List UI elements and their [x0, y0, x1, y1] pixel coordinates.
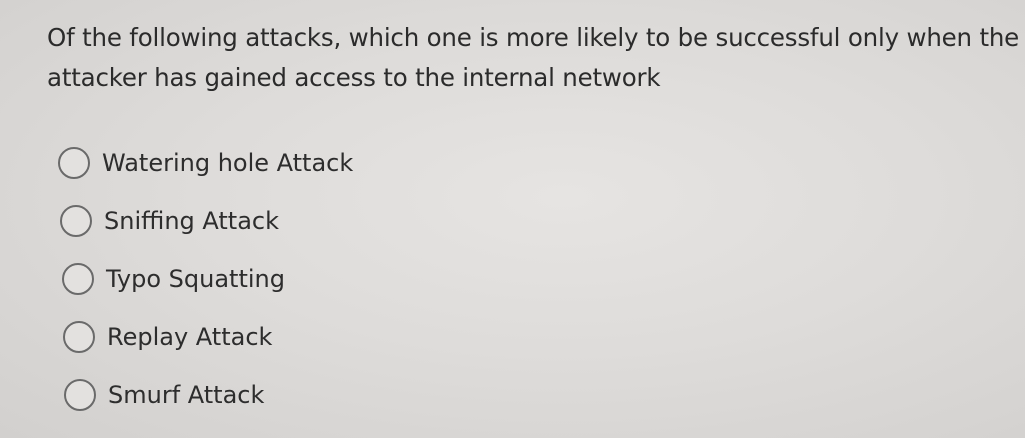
option-label: Replay Attack [107, 323, 273, 351]
option-sniffing[interactable]: Sniffing Attack [60, 200, 279, 242]
radio-button[interactable] [60, 205, 92, 237]
radio-button[interactable] [64, 379, 96, 411]
question-line-1: Of the following attacks, which one is m… [47, 23, 1020, 52]
option-label: Smurf Attack [108, 381, 265, 409]
radio-button[interactable] [62, 263, 94, 295]
option-watering-hole[interactable]: Watering hole Attack [58, 142, 353, 184]
option-label: Watering hole Attack [102, 149, 354, 177]
option-label: Sniffing Attack [104, 207, 280, 235]
option-smurf[interactable]: Smurf Attack [64, 374, 264, 416]
question-text: Of the following attacks, which one is m… [47, 18, 1025, 98]
option-label: Typo Squatting [106, 265, 285, 293]
option-typo-squatting[interactable]: Typo Squatting [62, 258, 285, 300]
radio-button[interactable] [58, 147, 90, 179]
question-line-2: attacker has gained access to the intern… [47, 63, 661, 92]
radio-button[interactable] [63, 321, 95, 353]
option-replay[interactable]: Replay Attack [63, 316, 272, 358]
